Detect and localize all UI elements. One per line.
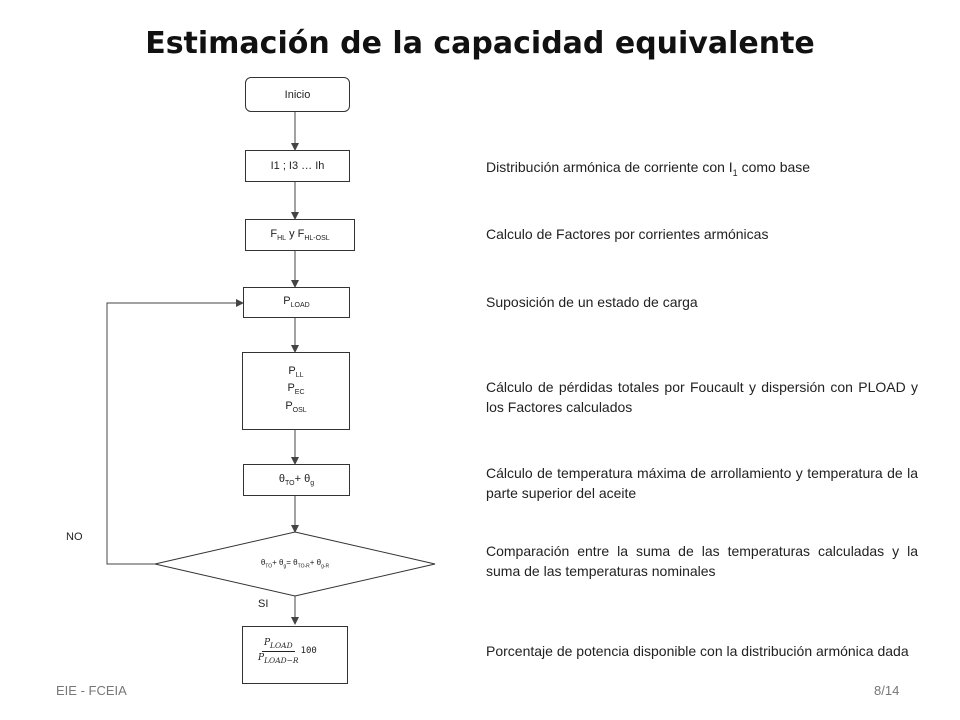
temps-node: θTO+ θg [243,464,350,496]
result-formula: PLOAD PLOAD−R 100 [258,638,317,665]
decision-diamond [154,531,436,597]
desc-losses: Cálculo de pérdidas totales por Foucault… [486,379,918,415]
desc-decision: Comparación entre la suma de las tempera… [486,543,918,579]
footer-left: EIE - FCEIA [56,683,127,698]
result-node [242,626,348,684]
start-node: Inicio [245,77,350,112]
factors-label: FHL y FHL-OSL [270,227,330,243]
losses-node: PLL PEC POSL [242,352,350,430]
yes-label: SI [258,598,269,610]
desc-factors: Calculo de Factores por corrientes armón… [486,226,769,242]
start-label: Inicio [284,88,311,101]
currents-node: I1 ; I3 … Ih [245,150,350,182]
desc-currents: Distribución armónica de corriente con I… [486,159,811,178]
loss-ec-label: PEC [287,382,305,397]
result-denominator: PLOAD−R [258,652,299,665]
no-label: NO [66,531,83,543]
desc-pload: Suposición de un estado de carga [486,294,698,310]
desc-result: Porcentaje de potencia disponible con la… [486,643,909,659]
pload-node: PLOAD [243,287,350,318]
decision-label: θTO+ θg= θTO-R+ θg-R [260,558,330,570]
pload-label: PLOAD [283,295,310,310]
page-title: Estimación de la capacidad equivalente [145,26,815,61]
arrow-no-loop [106,299,244,565]
temps-label: θTO+ θg [278,472,315,488]
result-numerator: PLOAD [261,638,295,652]
factors-node: FHL y FHL-OSL [245,219,355,251]
desc-temps: Cálculo de temperatura máxima de arrolla… [486,465,918,501]
loss-ll-label: PLL [288,365,304,380]
currents-label: I1 ; I3 … Ih [270,160,325,172]
loss-osl-label: POSL [285,399,307,414]
footer-page-number: 8/14 [874,683,900,698]
result-multiplier: 100 [300,646,317,657]
